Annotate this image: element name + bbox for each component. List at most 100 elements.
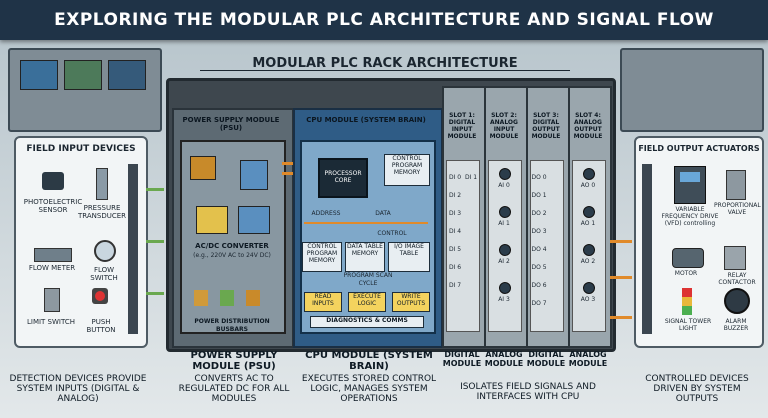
flow-switch-icon	[94, 240, 116, 262]
fuse-icon-1	[194, 290, 208, 306]
ai-1-label: AI 1	[488, 220, 520, 228]
vfd-label: VARIABLE FREQUENCY DRIVE (VFD) controlli…	[658, 206, 722, 227]
slot-1-foot: DIGITAL MODULE	[442, 350, 482, 368]
ai-0-knob-icon	[499, 168, 511, 180]
field-input-panel: FIELD INPUT DEVICES PHOTOELECTRIC SENSOR…	[14, 136, 148, 348]
write-outputs-box: WRITE OUTPUTS	[392, 292, 430, 312]
control-cabinet-right	[620, 48, 764, 132]
alarm-buzzer-icon	[724, 288, 750, 314]
di-4-label: DI 4	[446, 228, 464, 236]
psu-caption-title: POWER SUPPLY MODULE (PSU)	[176, 350, 292, 372]
rack-dimension-line	[200, 70, 570, 71]
push-button-icon	[92, 288, 108, 304]
field-input-title: FIELD INPUT DEVICES	[16, 144, 146, 154]
control-program-memory-box: CONTROL PROGRAM MEMORY	[302, 242, 342, 272]
ao-0-knob-icon	[583, 168, 595, 180]
psu-caption: CONVERTS AC TO REGULATED DC FOR ALL MODU…	[176, 374, 292, 404]
ai-2-label: AI 2	[488, 258, 520, 266]
signal-tower-icon	[682, 288, 692, 316]
output-arrow-3	[610, 316, 632, 319]
page-title: EXPLORING THE MODULAR PLC ARCHITECTURE A…	[0, 0, 768, 40]
di-6-label: DI 6	[446, 264, 464, 272]
output-terminal-strip	[642, 164, 652, 334]
ai-2-knob-icon	[499, 244, 511, 256]
dc-output-icon	[238, 206, 270, 234]
cpu-caption-title: CPU MODULE (SYSTEM BRAIN)	[296, 350, 442, 372]
signal-tower-label: SIGNAL TOWER LIGHT	[664, 318, 712, 332]
push-button-label: PUSH BUTTON	[78, 318, 124, 334]
fuse-icon-2	[220, 290, 234, 306]
diagnostics-box: DIAGNOSTICS & COMMS	[310, 316, 424, 328]
output-arrow-1	[610, 240, 632, 243]
relay-contactor-icon	[724, 246, 746, 270]
di-1-label: DI 1	[462, 174, 480, 182]
limit-switch-icon	[44, 288, 60, 312]
proportional-valve-label: PROPORTIONAL VALVE	[714, 202, 760, 216]
ao-3-label: AO 3	[572, 296, 604, 304]
flow-switch-label: FLOW SWITCH	[82, 266, 126, 282]
output-arrow-2	[610, 276, 632, 279]
slot-3-foot: DIGITAL MODULE	[526, 350, 566, 368]
flow-meter-label: FLOW METER	[22, 264, 82, 272]
cpu-header: CPU MODULE (SYSTEM BRAIN)	[296, 116, 436, 124]
motor-label: MOTOR	[666, 270, 706, 278]
globe-monitor-icon	[20, 60, 58, 90]
address-bus-label: ADDRESS	[306, 210, 346, 218]
input-terminal-strip	[128, 164, 138, 334]
ai-3-label: AI 3	[488, 296, 520, 304]
psu-converter-note: (e.g., 220V AC to 24V DC)	[182, 252, 282, 260]
processor-label: PROCESSOR CORE	[320, 170, 366, 184]
fuse-icon-3	[246, 290, 260, 306]
display-monitor-icon	[108, 60, 146, 90]
input-arrow-1	[146, 188, 164, 191]
field-input-caption: DETECTION DEVICES PROVIDE SYSTEM INPUTS …	[8, 374, 148, 404]
slot-4-foot: ANALOG MODULE	[568, 350, 608, 368]
read-inputs-box: READ INPUTS	[304, 292, 342, 312]
io-caption: ISOLATES FIELD SIGNALS AND INTERFACES WI…	[446, 382, 610, 402]
rectifier-icon	[240, 160, 268, 190]
di-5-label: DI 5	[446, 246, 464, 254]
do-7-label: DO 7	[530, 300, 548, 308]
do-5-label: DO 5	[530, 264, 548, 272]
do-0-label: DO 0	[530, 174, 548, 182]
data-table-memory-box: DATA TABLE MEMORY	[345, 242, 385, 272]
data-bus-label: DATA	[368, 210, 398, 218]
ao-1-label: AO 1	[572, 220, 604, 228]
slot-2-header: SLOT 2: ANALOG INPUT MODULE	[484, 112, 524, 140]
slot-3-header: SLOT 3: DIGITAL OUTPUT MODULE	[526, 112, 566, 140]
do-1-label: DO 1	[530, 192, 548, 200]
ai-1-knob-icon	[499, 206, 511, 218]
cpu-memory-box: CONTROL PROGRAM MEMORY	[384, 154, 430, 186]
input-arrow-2	[146, 240, 164, 243]
ao-0-label: AO 0	[572, 182, 604, 190]
alarm-buzzer-label: ALARM BUZZER	[716, 318, 756, 332]
ai-3-knob-icon	[499, 282, 511, 294]
transformer-icon	[190, 156, 216, 180]
scan-cycle-label: PROGRAM SCAN CYCLE	[338, 272, 398, 288]
ao-3-knob-icon	[583, 282, 595, 294]
di-2-label: DI 2	[446, 192, 464, 200]
control-cabinet-left	[8, 48, 162, 132]
processor-chip-icon: PROCESSOR CORE	[318, 158, 368, 198]
proportional-valve-icon	[726, 170, 746, 200]
di-7-label: DI 7	[446, 282, 464, 290]
pressure-transducer-icon	[96, 168, 108, 200]
ao-2-knob-icon	[583, 244, 595, 256]
ao-2-label: AO 2	[572, 258, 604, 266]
psu-converter-label: AC/DC CONVERTER	[182, 242, 282, 250]
psu-header: POWER SUPPLY MODULE (PSU)	[176, 116, 286, 132]
control-bus-label: CONTROL	[372, 230, 412, 238]
rack-title: MODULAR PLC RACK ARCHITECTURE	[200, 56, 570, 71]
vfd-icon	[674, 166, 706, 204]
do-2-label: DO 2	[530, 210, 548, 218]
di-3-label: DI 3	[446, 210, 464, 218]
relay-contactor-label: RELAY CONTACTOR	[714, 272, 760, 286]
psu-busbar-label: POWER DISTRIBUTION BUSBARS	[182, 318, 282, 334]
field-output-title: FIELD OUTPUT ACTUATORS	[636, 144, 762, 153]
motor-icon	[672, 248, 704, 268]
flow-meter-icon	[34, 248, 72, 262]
bus-line	[304, 222, 428, 224]
field-output-panel: FIELD OUTPUT ACTUATORS VARIABLE FREQUENC…	[634, 136, 764, 348]
input-arrow-3	[146, 292, 164, 295]
ai-0-label: AI 0	[488, 182, 520, 190]
